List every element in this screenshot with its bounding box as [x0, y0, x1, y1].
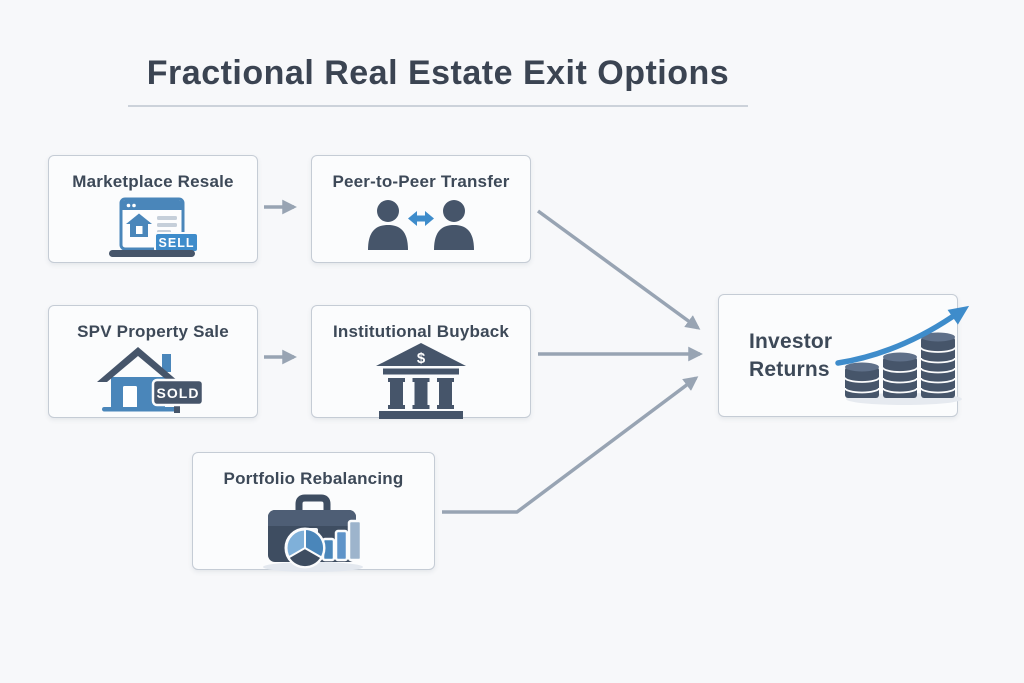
- node-spv-property-sale: SPV Property Sale SOLD: [48, 305, 258, 418]
- title-block: Fractional Real Estate Exit Options: [128, 54, 748, 107]
- sold-sign-text: SOLD: [157, 385, 200, 401]
- node-peer-to-peer-transfer: Peer-to-Peer Transfer: [311, 155, 531, 263]
- node-label: Peer-to-Peer Transfer: [332, 172, 510, 191]
- node-marketplace-resale: Marketplace Resale SELL: [48, 155, 258, 263]
- node-label: Marketplace Resale: [72, 172, 234, 191]
- node-portfolio-rebalancing: Portfolio Rebalancing: [192, 452, 435, 573]
- node-institutional-buyback: Institutional Buyback $: [311, 305, 531, 420]
- node-label: Portfolio Rebalancing: [223, 469, 404, 488]
- node-label: SPV Property Sale: [77, 322, 229, 341]
- sell-badge-text: SELL: [159, 236, 195, 250]
- node-label: Investor Returns: [749, 330, 833, 381]
- bank-building-icon: $: [312, 342, 530, 420]
- laptop-listing-sell-icon: SELL: [49, 192, 257, 262]
- node-label: Institutional Buyback: [332, 322, 510, 341]
- node-investor-returns: Investor Returns: [718, 294, 970, 417]
- house-sold-sign-icon: SOLD: [49, 342, 257, 417]
- arrow-p2p-to-returns: [536, 209, 701, 330]
- briefcase-pie-bars-icon: [193, 489, 434, 573]
- two-people-exchange-icon: [312, 192, 530, 262]
- bank-dollar-text: $: [417, 350, 426, 367]
- page-title: Fractional Real Estate Exit Options: [146, 54, 730, 92]
- coin-stacks-growth-arrow-icon: [832, 305, 978, 407]
